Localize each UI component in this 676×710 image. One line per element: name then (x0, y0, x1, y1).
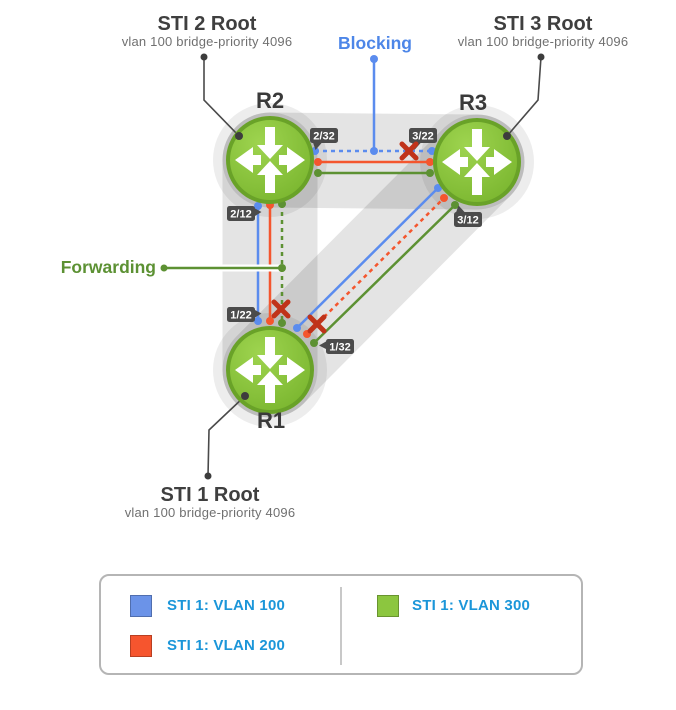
router-r2-label: R2 (256, 88, 284, 113)
router-r1-label: R1 (257, 408, 285, 433)
callout-sti2-root: STI 2 Root vlan 100 bridge-priority 4096 (122, 13, 293, 49)
sti2-root-subtitle: vlan 100 bridge-priority 4096 (122, 34, 293, 49)
router-r2-icon (226, 116, 314, 204)
legend-swatch-vlan100 (130, 595, 152, 617)
port-badge-2-32: 2/32 (310, 128, 338, 150)
port-badge-1-22: 1/22 (227, 307, 262, 322)
port-label: 3/12 (457, 215, 478, 227)
legend-swatch-vlan200 (130, 635, 152, 657)
legend-label-vlan300: STI 1: VLAN 300 (412, 597, 531, 614)
callout-sti3-root: STI 3 Root vlan 100 bridge-priority 4096 (458, 13, 629, 49)
callout-dots (200, 53, 545, 480)
port-badge-2-12: 2/12 (227, 206, 262, 221)
port-badge-3-22: 3/22 (409, 128, 437, 150)
sti1-root-subtitle: vlan 100 bridge-priority 4096 (125, 505, 296, 520)
link-r2-r3-vlan300 (314, 169, 434, 177)
port-label: 2/32 (313, 131, 334, 143)
link-r1-r3-vlan300 (310, 201, 459, 347)
forwarding-annotation: Forwarding (61, 257, 286, 277)
router-r1-icon (226, 326, 314, 414)
link-r1-r3-vlan100 (293, 184, 442, 332)
port-label: 2/12 (230, 209, 251, 221)
sti3-root-subtitle: vlan 100 bridge-priority 4096 (458, 34, 629, 49)
sti1-root-title: STI 1 Root (161, 484, 260, 506)
topology-diagram: R2 R3 R1 STI 2 Root vlan 100 bridge-prio… (61, 13, 629, 520)
port-badge-1-32: 1/32 (319, 339, 354, 354)
legend-swatch-vlan300 (377, 595, 399, 617)
legend-box: STI 1: VLAN 100 STI 1: VLAN 200 STI 1: V… (99, 574, 583, 675)
callout-sti1-root: STI 1 Root vlan 100 bridge-priority 4096 (125, 484, 296, 520)
link-r2-r1-vlan300-forwarding (278, 200, 286, 327)
port-label: 1/32 (329, 342, 350, 354)
callout-lines (203, 56, 542, 477)
blocking-label: Blocking (338, 33, 412, 53)
sti2-root-title: STI 2 Root (158, 13, 257, 35)
link-r2-r3-vlan200 (314, 158, 434, 166)
link-r2-r1-vlan100 (254, 202, 262, 325)
sti3-root-title: STI 3 Root (494, 13, 593, 35)
blocking-annotation: Blocking (338, 33, 412, 155)
forwarding-label: Forwarding (61, 257, 156, 277)
legend-label-vlan100: STI 1: VLAN 100 (167, 597, 286, 614)
legend-divider (340, 587, 342, 665)
port-badge-3-12: 3/12 (454, 205, 482, 227)
router-r3-label: R3 (459, 90, 487, 115)
port-label: 3/22 (412, 131, 433, 143)
legend-label-vlan200: STI 1: VLAN 200 (167, 637, 286, 654)
port-label: 1/22 (230, 310, 251, 322)
